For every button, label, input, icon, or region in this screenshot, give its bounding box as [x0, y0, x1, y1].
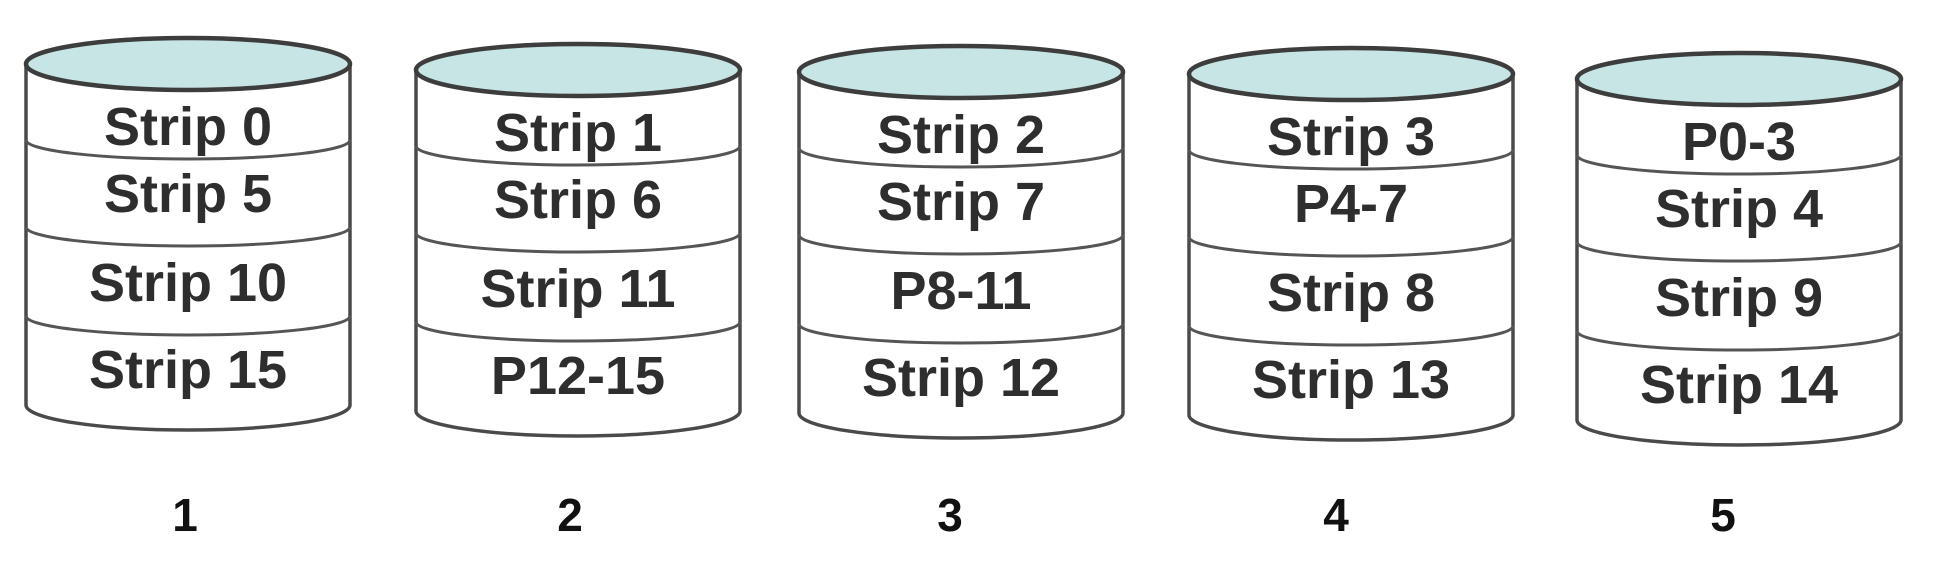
strip-cell: P12-15 [490, 346, 666, 406]
strip-cell: Strip 4 [1654, 179, 1824, 239]
disk-4: Strip 3 P4-7 Strip 8 Strip 13 [1183, 44, 1519, 444]
strip-cell: P0-3 [1681, 112, 1797, 172]
strip-cell: Strip 2 [876, 105, 1046, 165]
strip-cell: Strip 6 [493, 170, 663, 230]
strip-cell: Strip 9 [1654, 268, 1824, 328]
disk-5: P0-3 Strip 4 Strip 9 Strip 14 [1571, 49, 1907, 449]
strip-cell: Strip 10 [88, 253, 288, 313]
strip-cell: Strip 7 [876, 172, 1046, 232]
disk-3: Strip 2 Strip 7 P8-11 Strip 12 [793, 42, 1129, 442]
disk-number-label: 1 [172, 489, 198, 541]
disk-number-label: 3 [937, 489, 963, 541]
strip-cell: Strip 3 [1266, 107, 1436, 167]
disk-number-label: 4 [1323, 489, 1349, 541]
strip-cell: Strip 15 [88, 340, 288, 400]
strip-cell: Strip 8 [1266, 263, 1436, 323]
disk-2: Strip 1 Strip 6 Strip 11 P12-15 [410, 40, 746, 440]
strip-cell: Strip 13 [1251, 350, 1451, 410]
strip-cell: P4-7 [1293, 174, 1409, 234]
disk-1: Strip 0 Strip 5 Strip 10 Strip 15 [20, 34, 356, 434]
strip-cell: Strip 1 [493, 103, 663, 163]
disk-number-label: 2 [557, 489, 583, 541]
disk-number-label: 5 [1710, 489, 1736, 541]
strip-cell: Strip 11 [480, 259, 676, 319]
strip-cell: Strip 14 [1639, 355, 1839, 415]
strip-cell: Strip 12 [861, 348, 1061, 408]
strip-cell: Strip 5 [103, 164, 273, 224]
strip-cell: P8-11 [890, 261, 1032, 321]
strip-cell: Strip 0 [103, 97, 273, 157]
